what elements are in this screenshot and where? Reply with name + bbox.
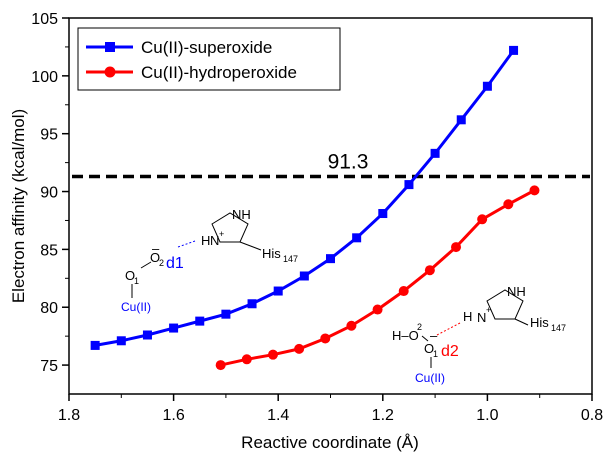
o2-subscript-1: 2 — [159, 258, 164, 268]
negative-charge-2: – — [430, 328, 438, 343]
y-tick-label: 95 — [40, 127, 58, 144]
series-superoxide — [90, 45, 519, 350]
data-point — [116, 336, 126, 346]
legend-box — [77, 27, 341, 91]
series-hydroperoxide — [215, 185, 540, 371]
x-tick-label: 0.8 — [581, 407, 603, 424]
legend-label-hydroperoxide: Cu(II)-hydroperoxide — [141, 63, 297, 82]
imidazole-n-label-1: N — [210, 233, 219, 248]
his-label-2: His — [530, 315, 549, 330]
y-axis-label: Electron affinity (kcal/mol) — [9, 109, 28, 303]
his-subscript-1: 147 — [283, 254, 298, 264]
data-point — [456, 115, 466, 125]
plus-charge-1: + — [219, 229, 224, 239]
cu-label-2: Cu(II) — [415, 371, 445, 385]
superoxide-structure — [131, 212, 262, 298]
imidazole-ring-2 — [486, 289, 524, 320]
data-point — [320, 333, 331, 344]
data-point — [247, 299, 257, 309]
negative-charge-1: – — [152, 241, 160, 256]
his-label-1: His — [262, 246, 281, 261]
data-point — [529, 185, 540, 196]
hydroperoxide-structure-labels: NH H N + His 147 H–O 2 – O 1 Cu(II) d2 — [392, 284, 566, 385]
data-point — [451, 242, 462, 253]
o1-subscript-1: 1 — [134, 276, 139, 286]
distance-label-d1: d1 — [166, 255, 184, 272]
x-axis-label: Reactive coordinate (Å) — [241, 433, 419, 452]
hydroperoxide-structure — [421, 289, 529, 368]
data-point — [372, 304, 383, 315]
data-point — [195, 316, 205, 326]
his-bond-2 — [514, 318, 529, 326]
imidazole-nh-label-2: NH — [507, 284, 526, 299]
reference-line-label: 91.3 — [328, 150, 369, 173]
o2-superscript-2: 2 — [417, 322, 422, 332]
data-point — [352, 233, 362, 243]
data-point — [169, 323, 179, 333]
hydrogen-label-1: H — [201, 233, 210, 248]
y-tick-label: 100 — [31, 69, 58, 86]
his-bond-1 — [239, 241, 262, 251]
y-tick-label: 90 — [40, 185, 58, 202]
o1-o2-bond — [140, 261, 152, 269]
hydrogen-bond-d1 — [177, 240, 196, 248]
data-point — [398, 286, 409, 297]
legend-marker-superoxide — [105, 42, 115, 52]
data-point — [378, 209, 388, 219]
legend-label-superoxide: Cu(II)-superoxide — [141, 38, 272, 57]
x-tick-label: 1.8 — [58, 407, 80, 424]
hydrogen-bond-d2 — [436, 322, 461, 336]
data-point — [294, 343, 305, 354]
x-tick-label: 1.2 — [372, 407, 394, 424]
hydrogen-label-2: H — [463, 309, 472, 324]
data-point — [477, 214, 488, 225]
x-tick-label: 1.4 — [267, 407, 289, 424]
y-tick-label: 80 — [40, 300, 58, 317]
superoxide-structure-labels: NH H N + His 147 O 2 – O 1 Cu(II) d1 — [121, 207, 298, 314]
data-point — [267, 349, 278, 360]
data-point — [90, 340, 100, 350]
o1-label-1: O — [125, 268, 135, 283]
his-subscript-2: 147 — [551, 323, 566, 333]
y-tick-label: 105 — [31, 11, 58, 28]
x-axis: 1.8 1.6 1.4 1.2 1.0 0.8 — [58, 394, 603, 424]
y-tick-label: 85 — [40, 242, 58, 259]
o2-label-1: O — [150, 250, 160, 265]
data-point — [299, 271, 309, 281]
o1-label-2: O — [424, 341, 434, 356]
series-layer — [90, 45, 540, 371]
legend: Cu(II)-superoxide Cu(II)-hydroperoxide — [77, 27, 341, 91]
data-point — [404, 180, 414, 190]
legend-marker-hydroperoxide — [104, 66, 116, 78]
data-point — [326, 254, 335, 264]
data-point — [215, 360, 226, 371]
data-point — [482, 81, 492, 91]
data-point — [221, 309, 231, 319]
x-tick-label: 1.6 — [162, 407, 184, 424]
o2-o1-bond — [421, 335, 429, 342]
imidazole-nh-label-1: NH — [232, 207, 251, 222]
data-point — [346, 320, 357, 331]
o1-subscript-2: 1 — [433, 349, 438, 359]
data-point — [142, 330, 152, 340]
data-point — [241, 354, 252, 365]
data-point — [509, 45, 519, 55]
y-axis: 75 80 85 90 95 100 105 — [31, 11, 69, 375]
plus-charge-2: + — [486, 305, 491, 315]
data-point — [424, 265, 435, 276]
reference-group: 91.3 — [72, 150, 590, 179]
imidazole-n-label-2: N — [477, 310, 486, 325]
imidazole-ring-1 — [211, 212, 249, 243]
data-point — [273, 286, 283, 296]
y-tick-label: 75 — [40, 358, 58, 375]
data-point — [430, 148, 440, 158]
data-point — [503, 199, 514, 210]
distance-label-d2: d2 — [441, 343, 459, 360]
x-tick-label: 1.0 — [476, 407, 498, 424]
cu-label-1: Cu(II) — [121, 300, 151, 314]
h-o2-label: H–O — [392, 328, 419, 343]
